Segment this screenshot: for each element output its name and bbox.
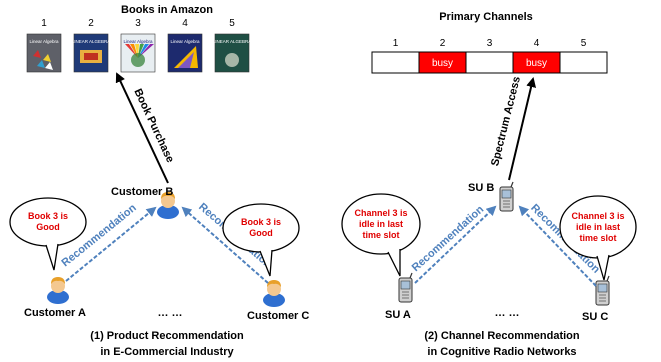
su-b-phone-icon [499,181,514,212]
recommendation-arrow-su-c [518,205,597,287]
left-caption-line2: in E-Commercial Industry [100,346,234,358]
speech-bubble-a: Book 3 is Good [9,197,87,271]
su-a-phone-icon [398,272,413,303]
channel-cell-4: busy [512,51,561,74]
channel-number-2: 2 [440,38,446,49]
bubble-line-3: time slot [362,230,399,240]
channel-bar: busy busy [371,51,608,74]
book-cover-1: Linear Algebra [26,33,62,73]
book-cover-5: LINEAR ALGEBRA [213,33,252,73]
customer-a-icon [47,277,69,304]
book-purchase-arrow [115,72,169,184]
books-title: Books in Amazon [121,4,213,16]
book-number-4: 4 [182,18,188,29]
left-ellipsis: … … [157,307,182,319]
book-number-1: 1 [41,18,47,29]
channel-cell-1 [371,51,420,74]
su-c-label: SU C [582,311,608,323]
bubble-line-3: time slot [579,233,616,243]
book-number-3: 3 [135,18,141,29]
recommendation-arrow-a [65,206,157,282]
book-cover-4: Linear Algebra [167,33,203,73]
customer-c-icon [263,280,285,307]
channels-title: Primary Channels [439,11,533,23]
channel-number-4: 4 [534,38,540,49]
book-number-2: 2 [88,18,94,29]
book-cover-title-1: Linear Algebra [29,39,59,44]
channel-state-2: busy [432,58,453,69]
book-cover-title-5: LINEAR ALGEBRA [213,39,252,44]
spectrum-access-label: Spectrum Access [489,75,523,167]
recommendation-arrow-c [181,206,269,284]
channel-state-4: busy [526,58,547,69]
book-cover-title-2: LINEAR ALGEBRA [72,39,111,44]
left-caption-line1: (1) Product Recommendation [90,330,244,342]
customer-c-label: Customer C [247,310,309,322]
customer-a-label: Customer A [24,307,86,319]
book-number-5: 5 [229,18,235,29]
book-cover-title-3: Linear Algebra [123,39,153,44]
channel-number-1: 1 [393,38,399,49]
channel-numbers: 1 2 3 4 5 [393,38,587,49]
bubble-a-line1: Book 3 is [28,211,68,221]
bubble-c-line2: Good [249,228,273,238]
bubble-line-2: idle in last [576,222,620,232]
book-cover-3: Linear Algebra [120,33,156,73]
book-cover-title-4: Linear Algebra [170,39,200,44]
book-covers: Linear Algebra LINEAR ALGEBRA Linear Algeb… [26,33,252,73]
bubble-line-1: Channel 3 is [571,211,624,221]
speech-bubble-c: Book 3 is Good [222,203,300,277]
su-a-label: SU A [385,309,411,321]
spectrum-access-arrow [508,77,537,181]
su-c-phone-icon [595,275,610,306]
channel-cell-5 [559,51,608,74]
su-b-label: SU B [468,182,494,194]
channel-number-5: 5 [581,38,587,49]
bubble-c-line1: Book 3 is [241,217,281,227]
bubble-line-1: Channel 3 is [354,208,407,218]
customer-b-label: Customer B [111,186,173,198]
bubble-a-line2: Good [36,222,60,232]
channel-cell-2: busy [418,51,467,74]
channel-cell-3 [465,51,514,74]
book-cover-2: LINEAR ALGEBRA [72,33,111,73]
recommendation-arrow-su-a [414,205,497,284]
right-caption-line2: in Cognitive Radio Networks [427,346,576,358]
bubble-line-2: idle in last [359,219,403,229]
recommendation-label-su-a: Recommendation [410,203,487,274]
book-numbers: 1 2 3 4 5 [41,18,235,29]
channel-number-3: 3 [487,38,493,49]
right-ellipsis: … … [494,307,519,319]
right-caption-line1: (2) Channel Recommendation [424,330,580,342]
